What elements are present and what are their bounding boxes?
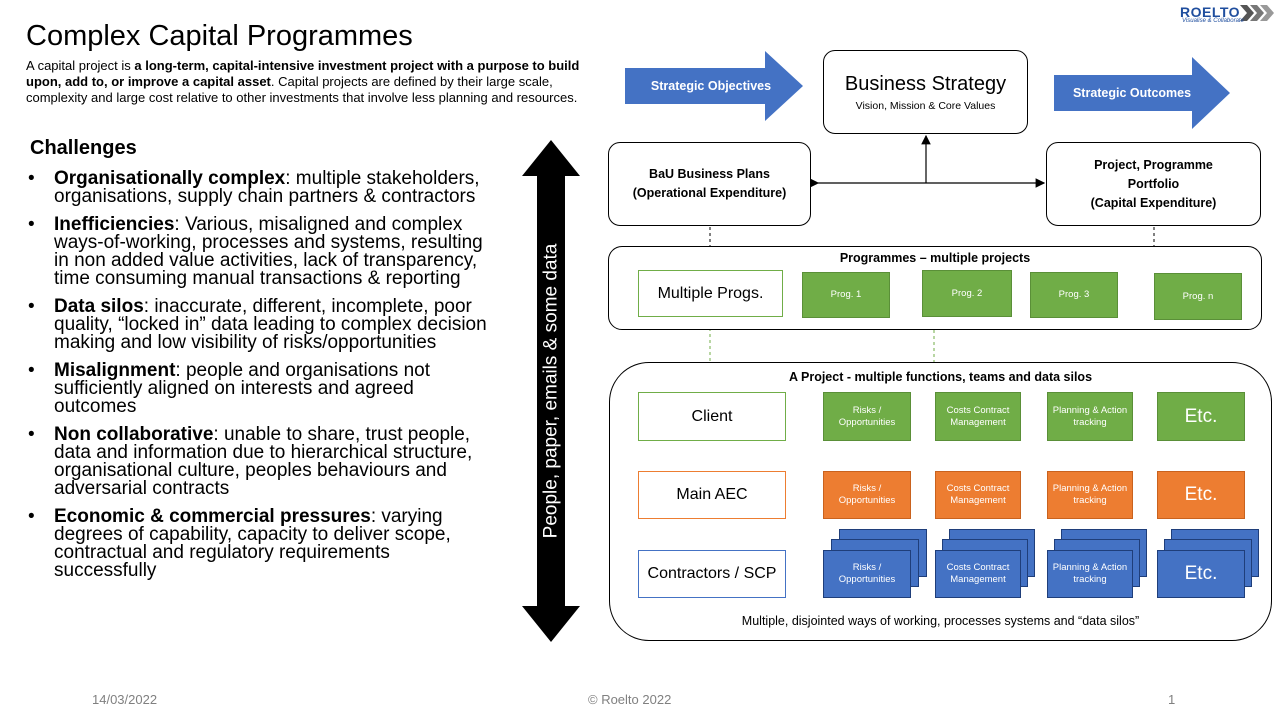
prog-1-tile: Prog. 1 (802, 272, 890, 318)
challenge-item: • Inefficiencies: Various, misaligned and… (28, 214, 488, 289)
row-label-contractors: Contractors / SCP (638, 550, 786, 598)
strategic-objectives-label: Strategic Objectives (651, 79, 771, 93)
portfolio-box: Project, Programme Portfolio (Capital Ex… (1046, 142, 1261, 226)
programmes-heading: Programmes – multiple projects (839, 251, 1031, 265)
challenge-text: : unable to share, trust people, data an… (54, 424, 473, 499)
prog-3-tile: Prog. 3 (1030, 272, 1118, 318)
client-planning-tile: Planning & Action tracking (1047, 392, 1133, 441)
bullet: • (28, 296, 35, 317)
vertical-double-arrow-icon: People, paper, emails & some data (522, 140, 580, 642)
contractors-risks-tile: Risks / Opportunities (823, 550, 911, 598)
page-title: Complex Capital Programmes (26, 20, 413, 52)
bau-business-plans-box: BaU Business Plans (Operational Expendit… (608, 142, 811, 226)
challenge-bold: Data silos (54, 296, 144, 317)
challenge-item: • Economic & commercial pressures: varyin… (28, 506, 488, 581)
aec-etc-tile: Etc. (1157, 471, 1245, 519)
roelto-logo: ROELTO Visualise & Collaborate (1180, 4, 1276, 26)
business-strategy-title: Business Strategy (844, 72, 1007, 95)
bullet: • (28, 214, 35, 235)
aec-costs-tile: Costs Contract Management (935, 471, 1021, 519)
contractors-planning-tile: Planning & Action tracking (1047, 550, 1133, 598)
challenges-heading: Challenges (30, 137, 137, 159)
bullet: • (28, 506, 35, 527)
challenge-text: : varying degrees of capability, capacit… (54, 506, 451, 581)
client-risks-tile: Risks / Opportunities (823, 392, 911, 441)
portfolio-line-3: (Capital Expenditure) (1090, 195, 1217, 210)
strategic-outcomes-label: Strategic Outcomes (1073, 86, 1191, 100)
bau-line-2: (Operational Expenditure) (632, 186, 787, 200)
footer-date: 14/03/2022 (92, 692, 158, 707)
vertical-arrow-label: People, paper, emails & some data (541, 243, 562, 538)
logo-text: ROELTO (1180, 4, 1241, 20)
aec-planning-tile: Planning & Action tracking (1047, 471, 1133, 519)
prog-2-tile: Prog. 2 (922, 270, 1012, 317)
contractors-costs-tile: Costs Contract Management (935, 550, 1021, 598)
challenge-bold: Misalignment (54, 360, 176, 381)
portfolio-line-2: Portfolio (1127, 176, 1180, 191)
chevron-arrows-icon (1240, 5, 1274, 21)
row-label-main-aec: Main AEC (638, 471, 786, 519)
intro-text-2: . Capital projects are defined by their … (26, 74, 578, 105)
business-strategy-subtitle: Vision, Mission & Core Values (855, 99, 996, 112)
challenge-text: : multiple stakeholders, organisations, … (54, 168, 480, 207)
footer-copyright: © Roelto 2022 (588, 692, 672, 707)
strategic-objectives-arrow: Strategic Objectives (625, 51, 803, 121)
bullet: • (28, 168, 35, 189)
challenge-item: • Non collaborative: unable to share, tru… (28, 424, 488, 499)
prog-n-tile: Prog. n (1154, 273, 1242, 320)
contractors-etc-tile: Etc. (1157, 550, 1245, 598)
challenge-item: • Organisationally complex: multiple stak… (28, 168, 488, 207)
footer-page-number: 1 (1168, 692, 1176, 707)
multiple-progs-label: Multiple Progs. (638, 270, 783, 317)
intro-text-bold: a long-term, capital-intensive investmen… (26, 58, 580, 89)
challenge-item: • Misalignment: people and organisations … (28, 360, 488, 417)
strategic-outcomes-arrow: Strategic Outcomes (1054, 57, 1230, 129)
client-etc-tile: Etc. (1157, 392, 1245, 441)
logo-tagline: Visualise & Collaborate (1182, 18, 1244, 24)
challenge-text: : people and organisations not sufficien… (54, 360, 430, 417)
challenge-text: : Various, misaligned and complex ways-o… (54, 214, 483, 289)
challenge-bold: Economic & commercial pressures (54, 506, 371, 527)
challenge-bold: Organisationally complex (54, 168, 286, 189)
aec-risks-tile: Risks / Opportunities (823, 471, 911, 519)
bullet: • (28, 424, 35, 445)
project-footer: Multiple, disjointed ways of working, pr… (741, 614, 1140, 628)
challenge-bold: Inefficiencies (54, 214, 175, 235)
challenges-list: • Organisationally complex: multiple stak… (28, 168, 488, 590)
challenge-item: • Data silos: inaccurate, different, inco… (28, 296, 488, 353)
bau-line-1: BaU Business Plans (649, 167, 770, 181)
bullet: • (28, 360, 35, 381)
project-heading: A Project - multiple functions, teams an… (788, 370, 1093, 384)
row-label-client: Client (638, 392, 786, 441)
challenge-bold: Non collaborative (54, 424, 214, 445)
client-costs-tile: Costs Contract Management (935, 392, 1021, 441)
portfolio-line-1: Project, Programme (1094, 157, 1213, 172)
business-strategy-box: Business Strategy Vision, Mission & Core… (823, 50, 1028, 134)
challenge-text: : inaccurate, different, incomplete, poo… (54, 296, 487, 353)
intro-paragraph: A capital project is a long-term, capita… (26, 58, 604, 106)
intro-text-1: A capital project is (26, 58, 135, 73)
